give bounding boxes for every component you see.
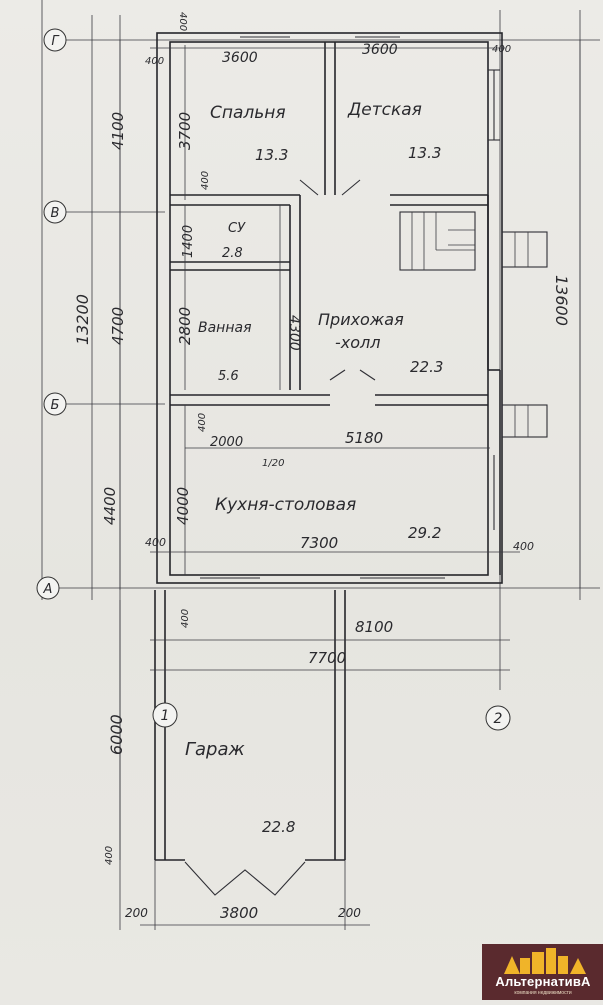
room-kitchen-name: Кухня-столовая [215, 495, 356, 515]
dim-4300: 4300 [286, 315, 302, 351]
dim-4000: 4000 [174, 487, 192, 525]
room-hall-name-1: Прихожая [318, 310, 404, 329]
room-bedroom-area: 13.3 [255, 146, 288, 164]
exterior-walls [156, 32, 503, 584]
dim-6000: 6000 [107, 714, 126, 755]
dim-8100: 8100 [355, 618, 393, 636]
dim-7300: 7300 [300, 534, 338, 552]
dim-200-right: 200 [338, 906, 361, 920]
brand-name: АльтернативА [495, 974, 591, 989]
room-garage-name: Гараж [185, 739, 246, 760]
axis-label-v: В [51, 206, 60, 221]
room-hall-area: 22.3 [410, 358, 443, 376]
brand-skyline-icon [504, 948, 586, 974]
entry-steps [501, 231, 548, 438]
dim-1400: 1400 [181, 225, 196, 258]
axis-marker-a: А [36, 576, 60, 600]
axis-marker-2: 2 [485, 705, 511, 731]
dim-400-k: 400 [197, 413, 208, 432]
dim-1-20: 1/20 [262, 458, 284, 469]
dim-top-right: 3600 [362, 42, 398, 58]
axis-label-a: А [43, 582, 53, 597]
dim-5180: 5180 [345, 429, 383, 447]
dim-400-top: 400 [177, 12, 188, 31]
axis-label-b: Б [51, 398, 60, 413]
dim-400-br: 400 [513, 540, 534, 553]
axis-label-2: 2 [494, 711, 503, 727]
room-bath-name: Ванная [198, 320, 252, 336]
axis-marker-b: Б [43, 392, 67, 416]
axis-label-g: Г [51, 34, 60, 49]
room-bath-area: 5.6 [218, 369, 239, 384]
dim-top-left: 3600 [222, 50, 258, 66]
axis-label-1: 1 [161, 708, 170, 724]
brand-tagline: компания недвижимости [514, 990, 572, 996]
room-garage-area: 22.8 [262, 818, 295, 836]
dim-400-g: 400 [180, 609, 191, 628]
dim-2800: 2800 [176, 307, 194, 345]
axis-marker-v: В [43, 200, 67, 224]
room-hall-name-2: -холл [335, 333, 380, 352]
interior-walls [170, 36, 500, 579]
axis-marker-1: 1 [152, 702, 178, 728]
dim-3800: 3800 [220, 904, 258, 922]
dim-400-bl: 400 [145, 536, 166, 549]
dim-2000: 2000 [210, 435, 243, 450]
dim-13600: 13600 [552, 275, 571, 326]
brand-logo: АльтернативА компания недвижимости [482, 944, 603, 1000]
dim-400-gb: 400 [104, 846, 115, 865]
dimension-lines [119, 40, 581, 926]
garage-walls [154, 590, 346, 896]
dim-400-tr: 400 [492, 44, 511, 55]
dim-400-bed: 400 [200, 171, 211, 190]
room-kitchen-area: 29.2 [408, 524, 441, 542]
dim-200-left: 200 [125, 906, 148, 920]
room-kids-name: Детская [347, 100, 422, 120]
room-bedroom-name: Спальня [210, 103, 286, 123]
dim-13200: 13200 [73, 294, 92, 345]
dim-400-tl: 400 [145, 56, 164, 67]
dim-4100: 4100 [109, 112, 127, 150]
dim-4400: 4400 [101, 487, 119, 525]
room-wc-name: СУ [228, 221, 246, 236]
dim-7700: 7700 [308, 649, 346, 667]
room-kids-area: 13.3 [408, 144, 441, 162]
dim-3700: 3700 [176, 112, 194, 150]
room-wc-area: 2.8 [222, 246, 243, 261]
dim-4700: 4700 [109, 307, 127, 345]
axis-marker-g: Г [43, 28, 67, 52]
